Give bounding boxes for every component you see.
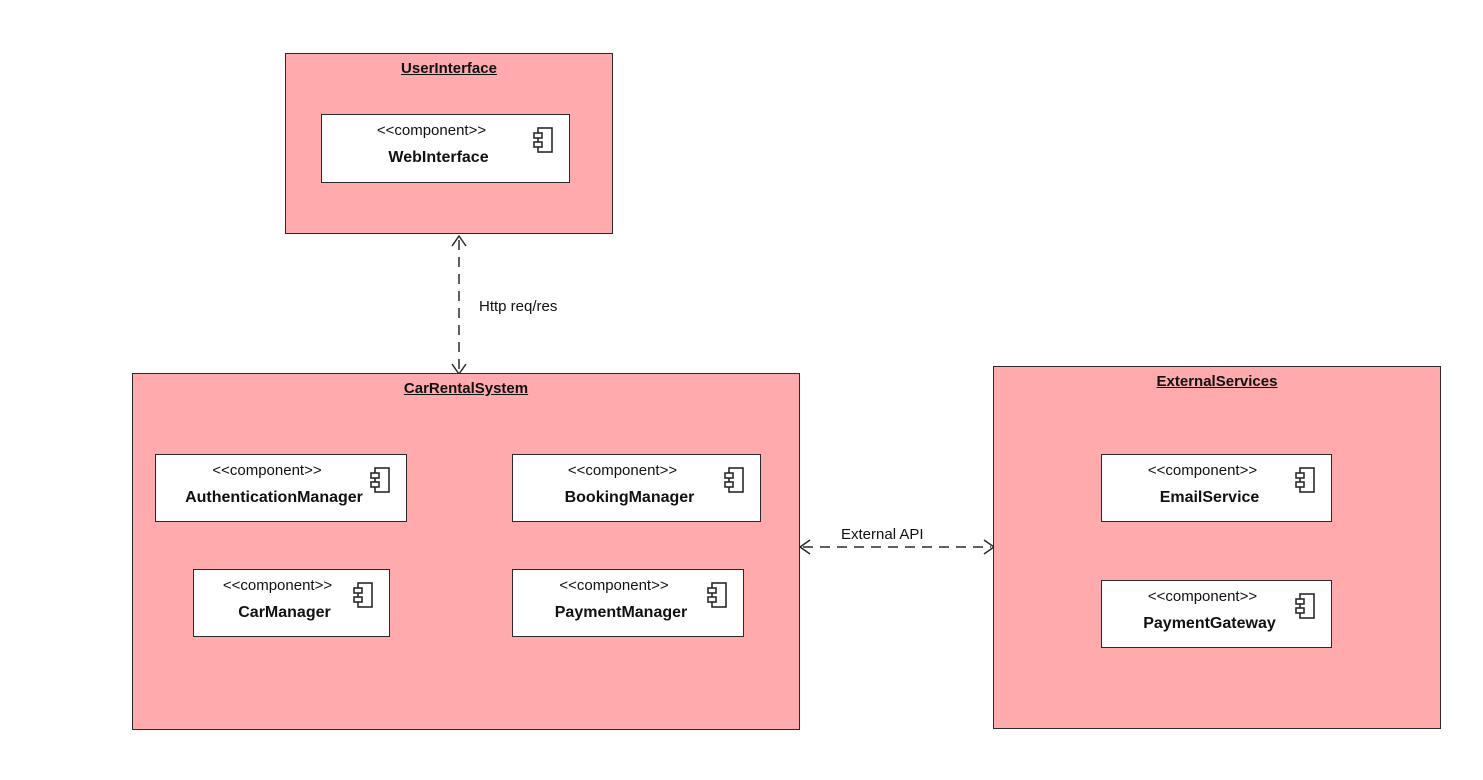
component-payment-manager[interactable]: <<component>> PaymentManager — [512, 569, 744, 637]
package-user-interface[interactable]: UserInterface <<component>> WebInterface — [285, 53, 613, 234]
component-name: CarManager — [238, 604, 331, 621]
uml-component-icon — [724, 467, 744, 493]
component-email-service[interactable]: <<component>> EmailService — [1101, 454, 1332, 522]
package-external-services[interactable]: ExternalServices <<component>> EmailServ… — [993, 366, 1441, 729]
component-stereotype: <<component>> — [567, 462, 678, 479]
uml-component-icon — [1295, 467, 1315, 493]
component-stereotype: <<component>> — [1147, 588, 1258, 605]
uml-component-icon — [1295, 593, 1315, 619]
component-name: PaymentGateway — [1143, 615, 1276, 632]
package-title: ExternalServices — [1156, 373, 1278, 390]
component-stereotype: <<component>> — [212, 462, 322, 479]
package-title: CarRentalSystem — [403, 380, 529, 397]
component-stereotype: <<component>> — [559, 577, 669, 594]
package-car-rental-system[interactable]: CarRentalSystem <<component>> Authentica… — [132, 373, 800, 730]
component-name: BookingManager — [564, 489, 695, 506]
uml-component-icon — [533, 127, 553, 153]
component-car-manager[interactable]: <<component>> CarManager — [193, 569, 390, 637]
package-title: UserInterface — [401, 60, 497, 77]
component-name: AuthenticationManager — [185, 489, 363, 506]
component-stereotype: <<component>> — [376, 122, 487, 139]
uml-component-icon — [353, 582, 373, 608]
component-stereotype: <<component>> — [222, 577, 333, 594]
component-name: EmailService — [1159, 489, 1260, 506]
component-booking-manager[interactable]: <<component>> BookingManager — [512, 454, 761, 522]
external-api-arrowhead-left — [798, 539, 811, 555]
component-payment-gateway[interactable]: <<component>> PaymentGateway — [1101, 580, 1332, 648]
component-web-interface[interactable]: <<component>> WebInterface — [321, 114, 570, 183]
component-authentication-manager[interactable]: <<component>> AuthenticationManager — [155, 454, 407, 522]
component-stereotype: <<component>> — [1147, 462, 1258, 479]
uml-component-icon — [707, 582, 727, 608]
http-arrowhead-up — [451, 234, 467, 247]
component-name: WebInterface — [388, 149, 489, 166]
http-connector[interactable] — [451, 234, 467, 376]
uml-component-icon — [370, 467, 390, 493]
http-connector-label: Http req/res — [479, 298, 558, 315]
external-api-connector-label: External API — [841, 526, 924, 543]
component-name: PaymentManager — [554, 604, 688, 621]
